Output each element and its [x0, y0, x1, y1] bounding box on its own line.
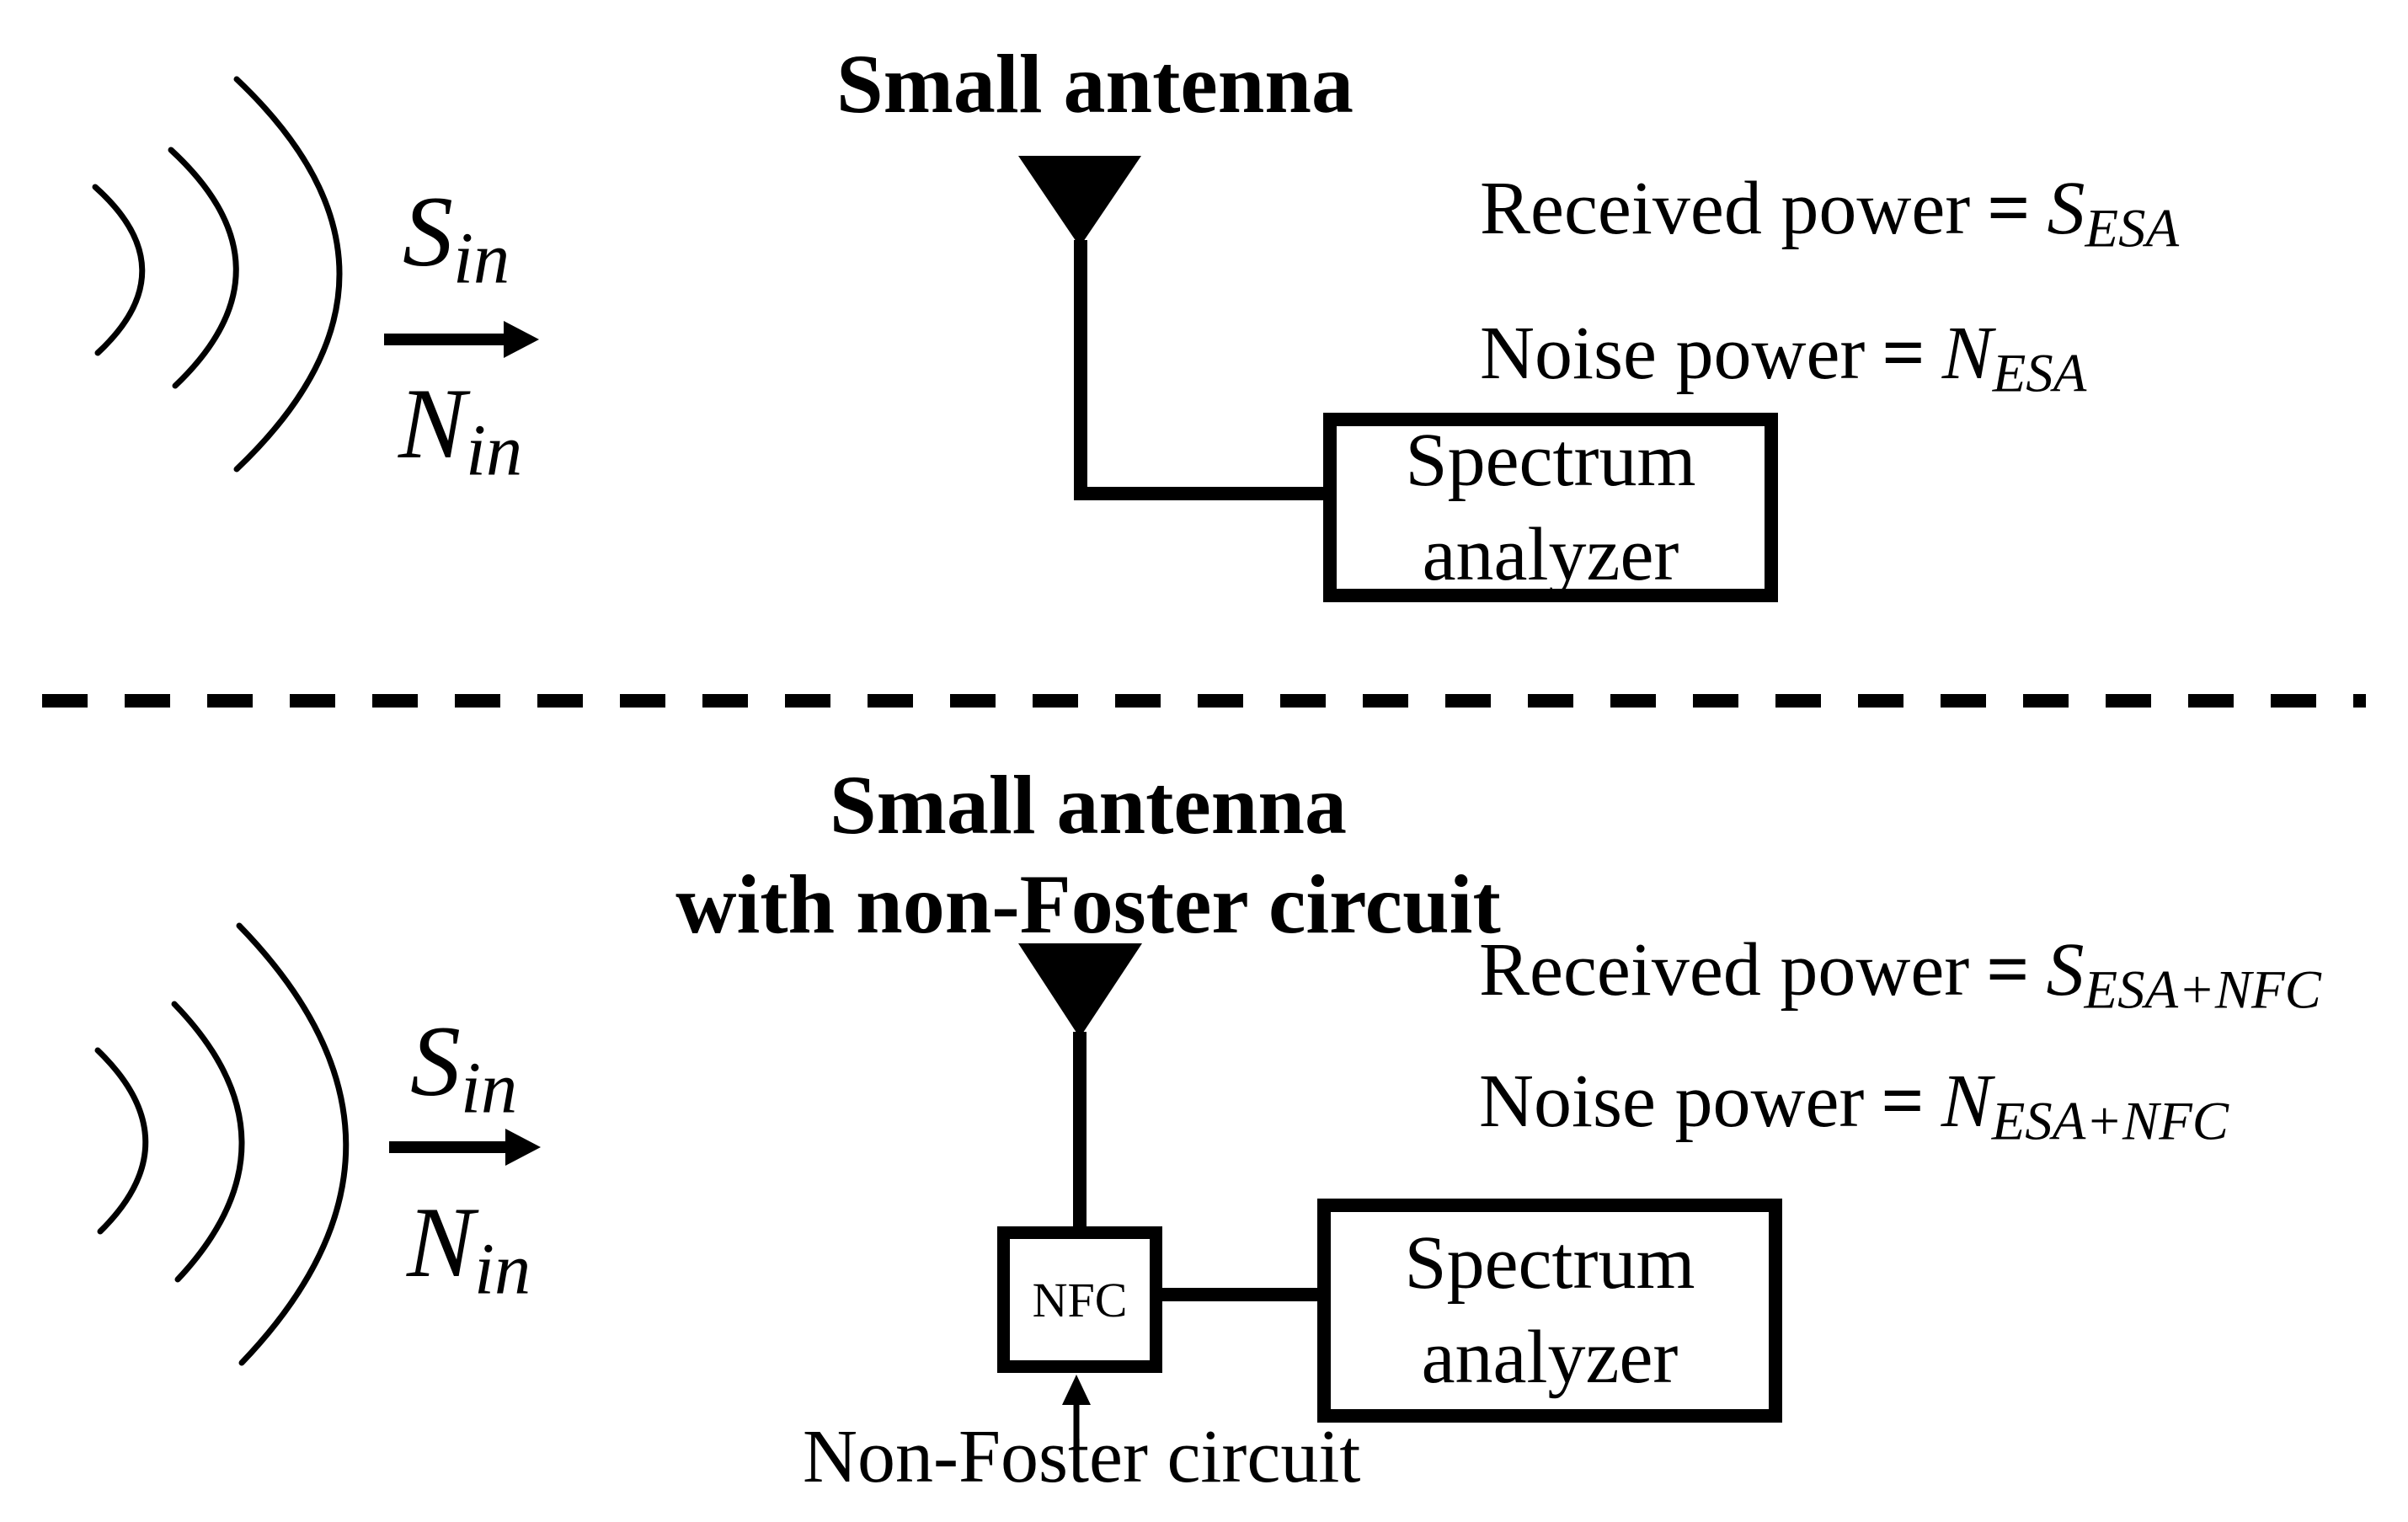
bottom-title-line2: with non-Foster circuit: [675, 857, 1501, 951]
received-power-text: Received power: [1479, 928, 1970, 1012]
spectrum-analyzer-label-line1: Spectrum: [1405, 418, 1696, 502]
incident-noise-label: Nin: [398, 373, 522, 487]
received-power-subscript: ESA: [2085, 198, 2180, 259]
received-power-equation: Received power=SESA: [1480, 171, 2179, 256]
received-power-subscript: ESA+NFC: [2084, 959, 2321, 1021]
wavefront-arcs-icon: [92, 76, 343, 473]
wavefront-arcs-icon: [94, 922, 350, 1366]
signal-subscript: in: [453, 217, 510, 299]
noise-subscript: in: [474, 1228, 531, 1310]
signal-symbol: S: [410, 1005, 461, 1117]
noise-power-equation: Noise power=NESA: [1480, 316, 2086, 401]
received-power-equation: Received power=SESA+NFC: [1479, 932, 2321, 1017]
spectrum-analyzer-label-line2: analyzer: [1421, 1316, 1679, 1399]
signal-subscript: in: [461, 1047, 518, 1129]
noise-power-text: Noise power: [1480, 312, 1866, 395]
equals-sign: =: [1987, 167, 2031, 250]
nfc-box-label: NFC: [1032, 1272, 1128, 1327]
signal-symbol: S: [403, 175, 453, 287]
received-power-text: Received power: [1480, 167, 1971, 250]
nfc-caption: Non-Foster circuit: [803, 1415, 1361, 1498]
propagation-arrow-icon: [389, 1129, 541, 1166]
bottom-title-line1: Small antenna: [829, 758, 1348, 852]
spectrum-analyzer-label-line2: analyzer: [1422, 512, 1679, 596]
incident-signal-label: Sin: [403, 181, 510, 295]
noise-power-subscript: ESA: [1992, 343, 2087, 404]
nfc-box: NFC: [997, 1226, 1162, 1373]
noise-power-equation: Noise power=NESA+NFC: [1479, 1064, 2229, 1149]
noise-power-subscript: ESA+NFC: [1991, 1091, 2229, 1152]
antenna-icon: [1018, 156, 1324, 500]
nfc-pointer-arrow-icon: [1062, 1375, 1091, 1462]
noise-power-symbol: N: [1941, 312, 1993, 395]
equals-sign: =: [1881, 1060, 1925, 1143]
spectrum-analyzer-box: Spectrum analyzer: [1323, 413, 1778, 602]
noise-symbol: N: [398, 367, 467, 479]
received-power-symbol: S: [2047, 167, 2085, 250]
incident-signal-label: Sin: [410, 1011, 517, 1124]
noise-symbol: N: [407, 1186, 475, 1298]
noise-power-symbol: N: [1941, 1060, 1992, 1143]
propagation-arrow-icon: [384, 321, 539, 358]
equals-sign: =: [1986, 928, 2030, 1012]
antenna-icon: [1018, 943, 1142, 1230]
noise-subscript: in: [466, 409, 523, 491]
spectrum-analyzer-label-line1: Spectrum: [1404, 1221, 1695, 1305]
equals-sign: =: [1882, 312, 1925, 395]
incident-noise-label: Nin: [407, 1192, 531, 1306]
top-section-title: Small antenna: [836, 37, 1354, 131]
noise-power-text: Noise power: [1479, 1060, 1865, 1143]
bottom-section-title: Small antenna with non-Foster circuit: [675, 756, 1501, 954]
received-power-symbol: S: [2046, 928, 2085, 1012]
spectrum-analyzer-box: Spectrum analyzer: [1317, 1199, 1782, 1423]
